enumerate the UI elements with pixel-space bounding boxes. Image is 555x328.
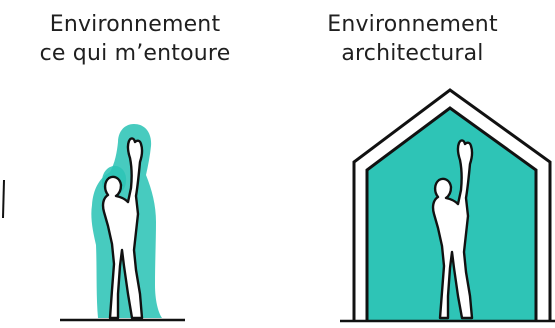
caption-line-1: Environnement — [49, 12, 221, 37]
caption-line-2: architectural — [341, 41, 484, 66]
house-with-figure-illustration — [340, 88, 555, 323]
caption-line-2: ce qui m’entoure — [39, 41, 231, 66]
edge-ink-mark — [2, 180, 5, 219]
human-figure — [431, 139, 474, 320]
caption-architectural-environment: Environnement architectural — [270, 10, 555, 68]
human-figure — [101, 137, 144, 320]
figure-with-aura-illustration — [60, 124, 185, 322]
panel-personal-environment: Environnement ce qui m’entoure — [0, 0, 270, 328]
caption-line-1: Environnement — [327, 12, 498, 37]
caption-personal-environment: Environnement ce qui m’entoure — [0, 10, 270, 68]
panel-architectural-environment: Environnement architectural — [270, 0, 555, 328]
